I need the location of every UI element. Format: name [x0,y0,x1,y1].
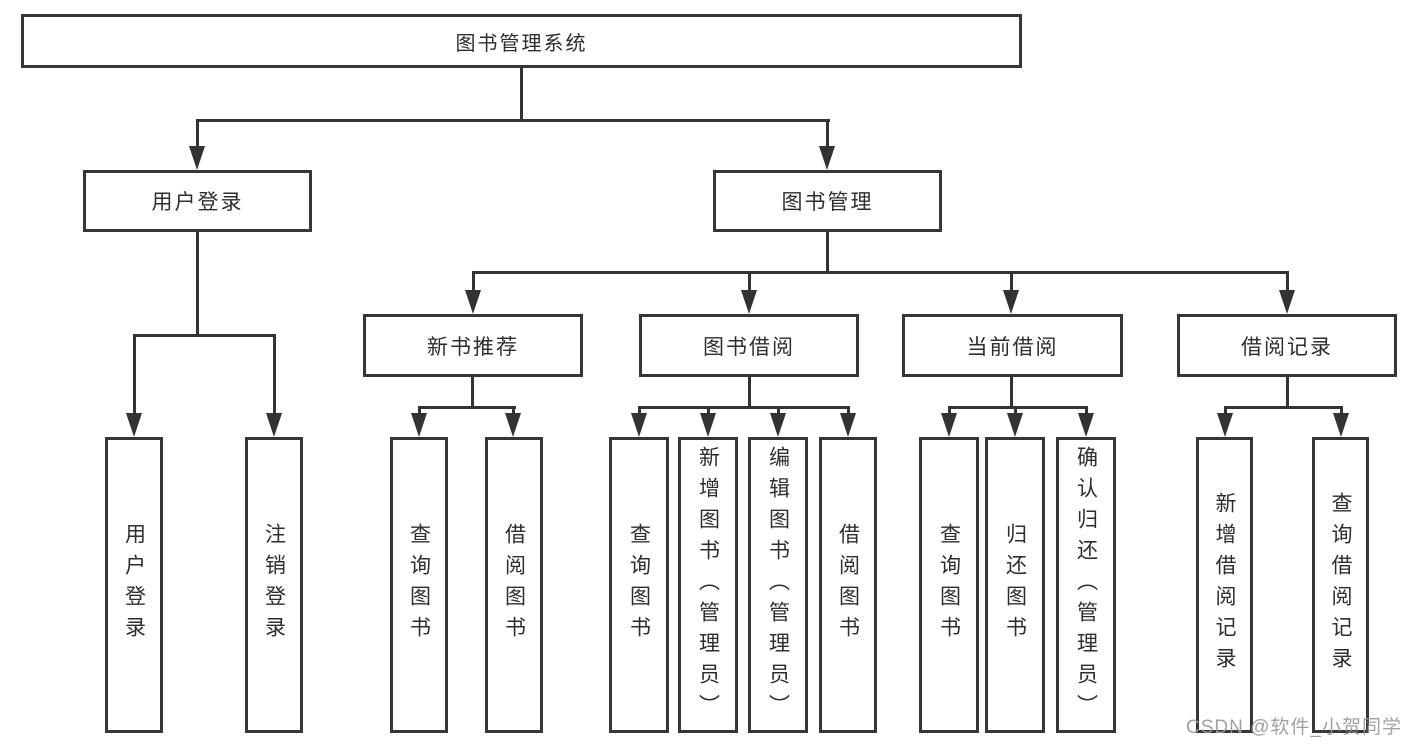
connector-drop-logout-leaf [273,334,276,414]
connector-drop-login-leaf [133,334,136,414]
connector-drop [512,406,515,415]
connector-secB-branch [638,406,850,409]
node-leaf-query-books-b: 查询图书 [609,437,669,733]
node-current-borrowing: 当前借阅 [902,314,1123,377]
node-leaf-borrow-books-a-label: 借阅图书 [502,523,526,647]
arrowhead-icon [189,146,205,170]
node-book-borrowing-label: 图书借阅 [703,335,795,359]
node-leaf-logout-label: 注销登录 [262,523,286,647]
node-leaf-return-books-label: 归还图书 [1003,523,1027,647]
node-leaf-query-books-c-label: 查询图书 [937,523,961,647]
node-leaf-return-books: 归还图书 [985,437,1045,733]
node-leaf-query-borrow-record: 查询借阅记录 [1312,437,1369,733]
node-book-management-label: 图书管理 [781,191,874,214]
arrowhead-icon [770,413,786,437]
connector-mgmt-stem [826,232,829,274]
node-leaf-query-books-b-label: 查询图书 [627,523,651,647]
node-leaf-query-books-c: 查询图书 [919,437,979,733]
node-leaf-query-borrow-record-label: 查询借阅记录 [1329,492,1352,678]
node-book-borrowing: 图书借阅 [639,314,859,377]
node-leaf-confirm-return-admin: 确认归还（管理员） [1056,437,1116,733]
arrowhead-icon [1217,413,1233,437]
connector-drop [638,406,641,415]
connector-drop-book-management [826,119,829,149]
arrowhead-icon [1279,290,1295,314]
arrowhead-icon [840,413,856,437]
connector-drop-borrow-records [1286,271,1289,293]
connector-secB-stem [748,377,751,409]
arrowhead-icon [411,413,427,437]
connector-secD-stem [1286,377,1289,409]
connector-drop [1014,406,1017,415]
connector-secA-stem [471,377,474,409]
node-leaf-confirm-return-admin-label: 确认归还（管理员） [1074,445,1098,725]
connector-secA-branch [418,406,516,409]
connector-drop-user-login [196,119,199,149]
connector-drop [418,406,421,415]
connector-drop [847,406,850,415]
arrowhead-icon [465,290,481,314]
node-borrowing-records-label: 借阅记录 [1241,335,1333,359]
connector-drop [948,406,951,415]
connector-drop [1224,406,1227,415]
connector-drop [707,406,710,415]
node-leaf-add-borrow-record-label: 新增借阅记录 [1213,492,1236,678]
watermark: CSDN @软件_小贺同学 [1186,717,1402,738]
node-leaf-borrow-books-b: 借阅图书 [819,437,877,733]
node-leaf-user-login-label: 用户登录 [122,523,146,647]
node-leaf-add-borrow-record: 新增借阅记录 [1196,437,1253,733]
arrowhead-icon [1003,290,1019,314]
arrowhead-icon [1333,413,1349,437]
connector-drop-book-borrow [748,271,751,293]
connector-drop-new-books [472,271,475,293]
node-current-borrowing-label: 当前借阅 [966,335,1059,359]
node-library-management-system-label: 图书管理系统 [455,32,588,55]
arrowhead-icon [266,413,282,437]
connector-drop-current-borrow [1010,271,1013,293]
arrowhead-icon [941,413,957,437]
connector-secC-branch [948,406,1088,409]
node-leaf-user-login: 用户登录 [105,437,163,733]
connector-drop [777,406,780,415]
arrowhead-icon [126,413,142,437]
node-leaf-query-books-a-label: 查询图书 [407,523,431,647]
node-leaf-edit-books-admin-label: 编辑图书（管理员） [766,445,790,725]
node-book-management: 图书管理 [713,170,942,232]
arrowhead-icon [1078,413,1094,437]
node-leaf-edit-books-admin: 编辑图书（管理员） [748,437,808,733]
node-leaf-add-books-admin-label: 新增图书（管理员） [696,445,720,725]
node-leaf-query-books-a: 查询图书 [390,437,448,733]
node-borrowing-records: 借阅记录 [1177,314,1397,377]
arrowhead-icon [1007,413,1023,437]
connector-drop [1340,406,1343,415]
node-user-login-label: 用户登录 [151,191,244,214]
arrowhead-icon [741,290,757,314]
node-library-management-system: 图书管理系统 [21,14,1022,68]
arrowhead-icon [819,146,835,170]
node-leaf-borrow-books-a: 借阅图书 [485,437,543,733]
connector-root-stem [520,68,523,122]
node-leaf-borrow-books-b-label: 借阅图书 [836,523,860,647]
connector-root-branch [196,119,830,122]
node-new-book-recommend: 新书推荐 [363,314,583,377]
connector-drop [1085,406,1088,415]
node-user-login: 用户登录 [83,170,312,232]
arrowhead-icon [631,413,647,437]
connector-secC-stem [1010,377,1013,409]
connector-mgmt-branch [472,271,1289,274]
connector-login-branch [133,334,276,337]
connector-secD-branch [1224,406,1343,409]
connector-login-stem [196,232,199,337]
node-leaf-logout: 注销登录 [245,437,303,733]
node-new-book-recommend-label: 新书推荐 [427,335,519,359]
arrowhead-icon [505,413,521,437]
arrowhead-icon [700,413,716,437]
node-leaf-add-books-admin: 新增图书（管理员） [678,437,738,733]
